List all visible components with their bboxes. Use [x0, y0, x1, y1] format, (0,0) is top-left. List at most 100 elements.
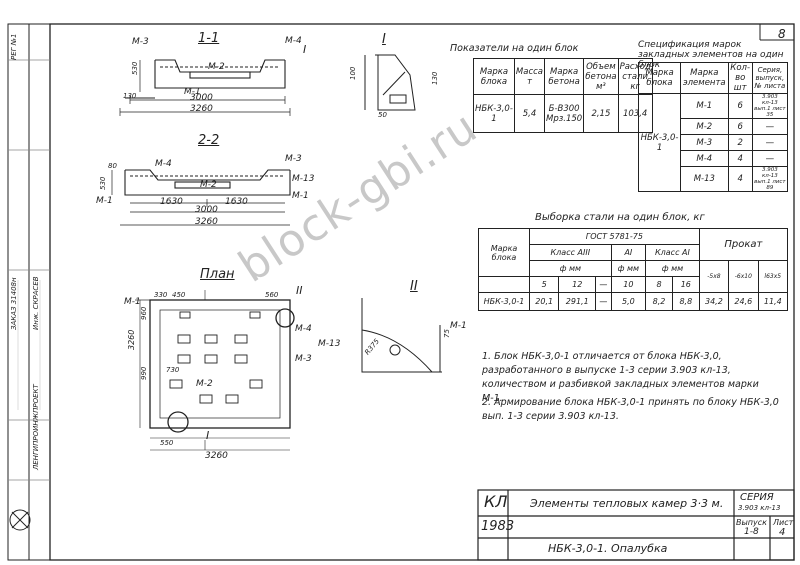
label-detail-II-ref: II — [296, 284, 303, 297]
spec-r3-ref: — — [751, 150, 789, 167]
tb-list-label: Лист — [773, 518, 794, 527]
view-title-1-1: 1-1 — [198, 31, 220, 46]
section-1-1-outline — [125, 59, 286, 99]
spec-r2-qty: 2 — [727, 134, 753, 151]
label-m2-b: М-2 — [200, 180, 217, 190]
steel-gost: ГОСТ 5781-75 — [529, 228, 700, 245]
strip-code: РЕГ №1 — [10, 33, 18, 60]
section-2-2-outline — [124, 169, 291, 196]
steel-dia-3: ф мм — [645, 260, 700, 277]
dim-3260-plan: 3260 — [205, 451, 228, 461]
ind-h0: Марка блока — [473, 58, 515, 95]
label-m1-b: М-1 — [96, 196, 113, 206]
label-m3-b: М-3 — [285, 154, 302, 164]
spec-r3-mark: М-4 — [680, 150, 729, 167]
steel-v4: 5,0 — [610, 292, 647, 311]
spec-r0-qty: 6 — [727, 93, 753, 119]
tb-vypusk: 1-8 — [744, 527, 759, 537]
label-m1: М-1 — [184, 87, 201, 97]
tb-seria: 3.903 кл-13 — [738, 504, 781, 512]
dim-560: 560 — [265, 291, 279, 299]
spec-r4-mark: М-13 — [680, 166, 729, 192]
steel-prokat-h2: l63x5 — [757, 260, 789, 293]
steel-col-klass3: Класс АIII — [529, 244, 612, 261]
steel-col-prokat: Прокат — [698, 228, 789, 261]
label-detail-I-ref: I — [303, 43, 307, 56]
dim-75: 75 — [443, 329, 451, 338]
dim-3000-b: 3000 — [195, 205, 218, 215]
dim-50: 50 — [378, 111, 387, 119]
steel-v2: 291,1 — [558, 292, 597, 311]
dim-550: 550 — [160, 439, 174, 447]
label-m13-plan: М-13 — [318, 339, 341, 349]
spec-r1-qty: 6 — [727, 118, 753, 135]
label-m2: М-2 — [208, 62, 225, 72]
ind-v0: НБК-3,0-1 — [473, 94, 515, 133]
steel-dia-v5: 16 — [671, 276, 700, 293]
tb-kl: КЛ — [484, 492, 508, 511]
dim-730: 730 — [166, 366, 180, 374]
strip-stamp2: Инж. СКРАСЕВ — [32, 276, 40, 330]
dim-530-a: 530 — [131, 61, 139, 75]
dim-3260-plan-v: 3260 — [127, 329, 136, 350]
ind-v3: 2,15 — [583, 94, 619, 133]
view-title-detail-1: I — [382, 32, 386, 47]
strip-stamp1: ЗАКАЗ 31408н — [10, 277, 18, 330]
spec-table: Марка блока Марка элемента Кол-во шт Сер… — [637, 62, 789, 192]
spec-r0-mark: М-1 — [680, 93, 729, 119]
ind-v1: 5,4 — [513, 94, 546, 133]
dim-530-b: 530 — [99, 176, 107, 190]
label-m1-detail2: М-1 — [450, 321, 467, 331]
steel-dia-v0: 5 — [528, 276, 560, 293]
steel-prokat-h1: -6х10 — [728, 260, 759, 293]
note-1: 1. Блок НБК-3,0-1 отличается от блока НБ… — [482, 351, 759, 404]
spec-r2-ref: — — [751, 134, 789, 151]
spec-r1-ref: — — [751, 118, 789, 135]
spec-r2-mark: М-3 — [680, 134, 729, 151]
steel-v9: 11,4 — [757, 292, 789, 311]
tb-list: 4 — [779, 527, 786, 538]
steel-dia-v2: — — [595, 276, 612, 293]
dim-80: 80 — [108, 162, 117, 170]
dim-990: 990 — [140, 366, 148, 380]
detail-I — [364, 54, 416, 111]
steel-v1: 20,1 — [528, 292, 560, 311]
ind-h3: Объем бетона м³ — [583, 58, 619, 95]
ind-v2: Б-В300 Мрз.150 — [544, 94, 585, 133]
steel-v0: НБК-3,0-1 — [478, 292, 530, 311]
dim-3260-b: 3260 — [195, 217, 218, 227]
label-m4-plan: М-4 — [295, 324, 312, 334]
spec-r0-ref: 3.903 кл-13 вып.1 лист 35 — [751, 93, 789, 119]
steel-dia-v3: 10 — [610, 276, 647, 293]
steel-v7: 34,2 — [698, 292, 730, 311]
steel-col-a1: АI — [610, 244, 647, 261]
spec-r3-qty: 4 — [727, 150, 753, 167]
plan-outline — [135, 299, 295, 433]
view-title-2-2: 2-2 — [198, 133, 220, 148]
view-title-plan: План — [200, 267, 235, 282]
label-m1-c: М-1 — [292, 191, 309, 201]
dim-450: 450 — [172, 291, 186, 299]
tb-seria-label: СЕРИЯ — [740, 492, 774, 503]
spec-h1: Марка элемента — [680, 62, 729, 94]
dim-100: 100 — [349, 66, 357, 80]
steel-v3: — — [595, 292, 612, 311]
steel-title: Выборка стали на один блок, кг — [535, 212, 705, 223]
detail-II — [361, 298, 442, 373]
dim-960: 960 — [140, 306, 148, 320]
steel-col-klass1: Класс АI — [645, 244, 700, 261]
tb-year: 1983 — [481, 519, 515, 534]
steel-col-block: Марка блока — [478, 228, 530, 277]
tb-title: Элементы тепловых камер 3·3 м. — [530, 497, 724, 510]
steel-dia-blank — [478, 276, 530, 293]
dim-130-b: 130 — [431, 71, 439, 85]
spec-r1-mark: М-2 — [680, 118, 729, 135]
steel-dia-1: ф мм — [529, 260, 612, 277]
steel-v6: 8,8 — [671, 292, 700, 311]
label-m4: М-4 — [285, 36, 302, 46]
tb-vypusk-label: Выпуск — [736, 518, 767, 527]
dim-1630-a: 1630 — [160, 197, 183, 207]
tb-subtitle: НБК-3,0-1. Опалубка — [548, 542, 668, 555]
label-m1-plan: М-1 — [124, 297, 141, 307]
